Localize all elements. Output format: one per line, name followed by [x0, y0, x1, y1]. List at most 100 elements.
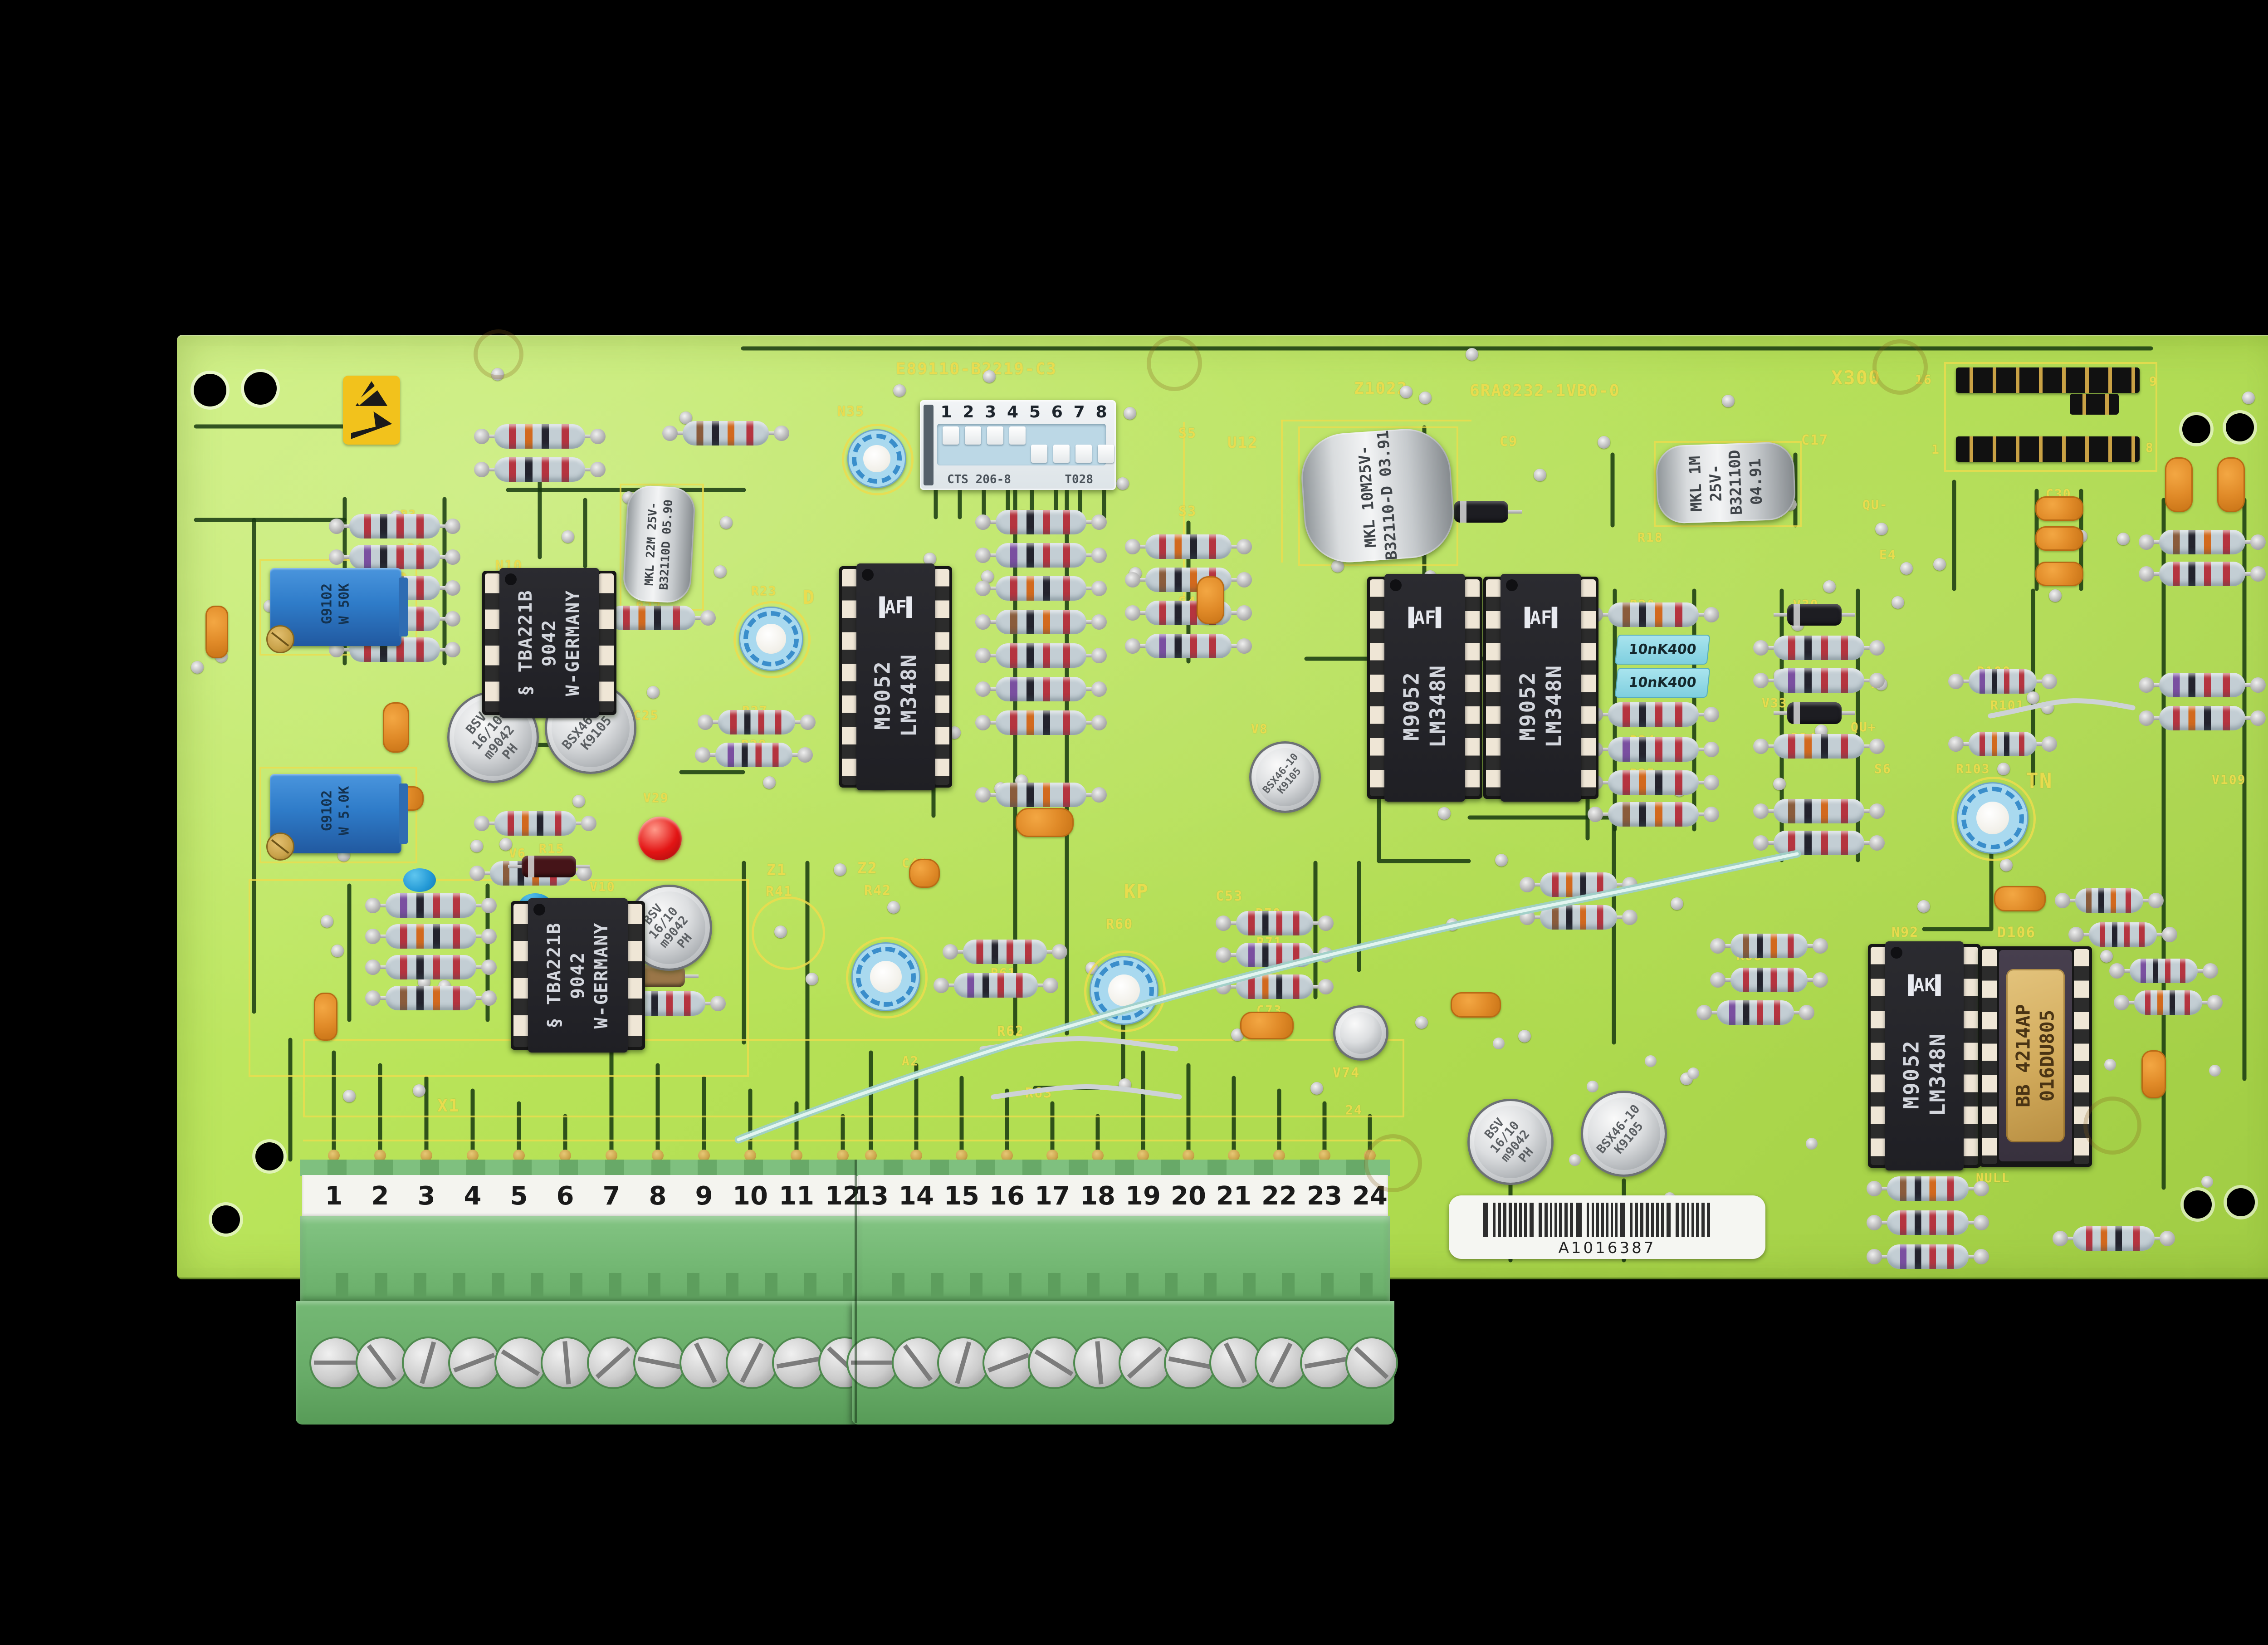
barcode-bar	[1606, 1203, 1608, 1237]
resistor-pad	[1216, 916, 1231, 931]
screw-slot	[1224, 1342, 1247, 1383]
via-pad	[983, 370, 996, 383]
dip-switch-number: 8	[1095, 403, 1107, 421]
resistor-pad	[1753, 673, 1769, 688]
resistor-pad	[1696, 1005, 1712, 1020]
screw-slot	[903, 1344, 933, 1381]
dip-switch-number: 7	[1073, 403, 1085, 421]
silkscreen-label: N35	[837, 404, 865, 420]
via-pad	[1875, 523, 1888, 536]
dip-switch-slider	[1031, 445, 1048, 463]
resistor-pad	[1753, 835, 1769, 851]
barcode-bars	[1483, 1203, 1732, 1237]
dip-switch-slider	[987, 426, 1003, 445]
resistor	[365, 955, 497, 979]
resistor-body	[963, 940, 1047, 964]
resistor	[474, 811, 596, 836]
resistor-pad	[1753, 803, 1769, 819]
ic-pin1-dot	[862, 569, 874, 581]
screw-slot	[851, 1360, 894, 1365]
resistor-pad	[774, 426, 789, 441]
solder-pad	[910, 1150, 922, 1161]
barcode-bar	[1554, 1203, 1557, 1237]
terminal-screw	[541, 1337, 593, 1389]
via-pad	[1569, 1154, 1581, 1166]
blue-ceramic-capacitor	[403, 868, 436, 892]
rotary-ticks	[856, 947, 916, 1007]
resistor-pad	[1091, 681, 1107, 697]
solder-pad	[652, 1150, 664, 1161]
screw-slot	[420, 1341, 436, 1384]
resistor-pad	[1125, 638, 1140, 654]
resistor-body	[1608, 802, 1699, 827]
silkscreen-line	[303, 1140, 1401, 1141]
rotary-dial	[870, 960, 902, 993]
via-pad	[2100, 950, 2113, 963]
resistor-pad	[800, 715, 816, 730]
ic-grade-label: ▐AF▌	[1403, 607, 1447, 628]
resistor-pad	[1813, 972, 1828, 988]
diode-band	[1794, 702, 1800, 724]
resistor-pad	[1704, 742, 1719, 757]
orange-capacitor	[2035, 562, 2083, 586]
resistor-pad	[1948, 736, 1964, 752]
resistor-body	[1969, 669, 2037, 694]
resistor-pad	[445, 611, 460, 627]
ic-pin-column	[1982, 949, 1997, 1164]
resistor	[1753, 831, 1885, 855]
solder-pad	[513, 1150, 525, 1161]
ic-body-bb: BB 4214AP 016DU805	[1999, 950, 2072, 1161]
silkscreen-label: R42	[864, 883, 892, 899]
resistor-body	[1774, 636, 1864, 660]
led-red	[638, 817, 682, 860]
resistor-pad	[481, 990, 497, 1006]
ic-pin-column	[1370, 579, 1385, 796]
terminal-body-notches	[309, 1273, 852, 1297]
silkscreen-outline	[1298, 426, 1458, 566]
transistor-can	[1333, 1005, 1388, 1061]
terminal-screw	[1345, 1337, 1398, 1389]
resistor-pad	[1753, 739, 1769, 754]
orange-capacitor	[2141, 1050, 2166, 1098]
terminal-pin-row	[300, 1160, 861, 1176]
resistor-pad	[1948, 674, 1964, 689]
resistor-pad	[1237, 539, 1252, 554]
terminal-number: 17	[1035, 1181, 1070, 1211]
ic-pin-column	[934, 569, 949, 785]
resistor	[698, 710, 816, 734]
via-pad	[413, 1084, 426, 1097]
via-pad	[1687, 1067, 1699, 1079]
dip-switch-track	[937, 424, 1114, 465]
dip-switch-number: 6	[1051, 403, 1063, 421]
terminal-screw	[633, 1337, 686, 1389]
via-pad	[572, 795, 586, 808]
barcode-bar	[1564, 1203, 1568, 1237]
resistor	[1125, 534, 1252, 559]
resistor	[975, 610, 1107, 634]
orange-capacitor	[2035, 496, 2083, 521]
via-pad	[646, 686, 660, 699]
resistor	[329, 545, 460, 569]
orange-capacitor	[1240, 1011, 1294, 1039]
terminal-number: 6	[556, 1181, 574, 1211]
terminal-number: 23	[1307, 1181, 1342, 1211]
resistor-pad	[1125, 539, 1140, 554]
resistor-body	[996, 510, 1086, 534]
dip-switch-number: 2	[963, 403, 974, 421]
ic-socket: ▐AK▌M9052 LM348N	[1868, 941, 1981, 1170]
screw-slot	[1095, 1341, 1104, 1385]
ic-pin1-dot	[533, 904, 545, 916]
resistor-pad	[1091, 787, 1107, 803]
resistor-body	[1608, 737, 1699, 762]
barcode-bar	[1661, 1203, 1664, 1237]
barcode-bar	[1519, 1203, 1522, 1237]
via-pad	[714, 565, 727, 578]
silkscreen-label: A2	[902, 1053, 919, 1068]
barcode-text: A1016387	[1558, 1239, 1656, 1257]
via-pad	[1116, 477, 1129, 490]
via-pad	[834, 863, 847, 876]
rotary-trimmer	[1957, 782, 2028, 854]
orange-capacitor	[909, 859, 940, 888]
resistor-pad	[1813, 938, 1828, 954]
silkscreen-label: R18	[1637, 530, 1663, 545]
